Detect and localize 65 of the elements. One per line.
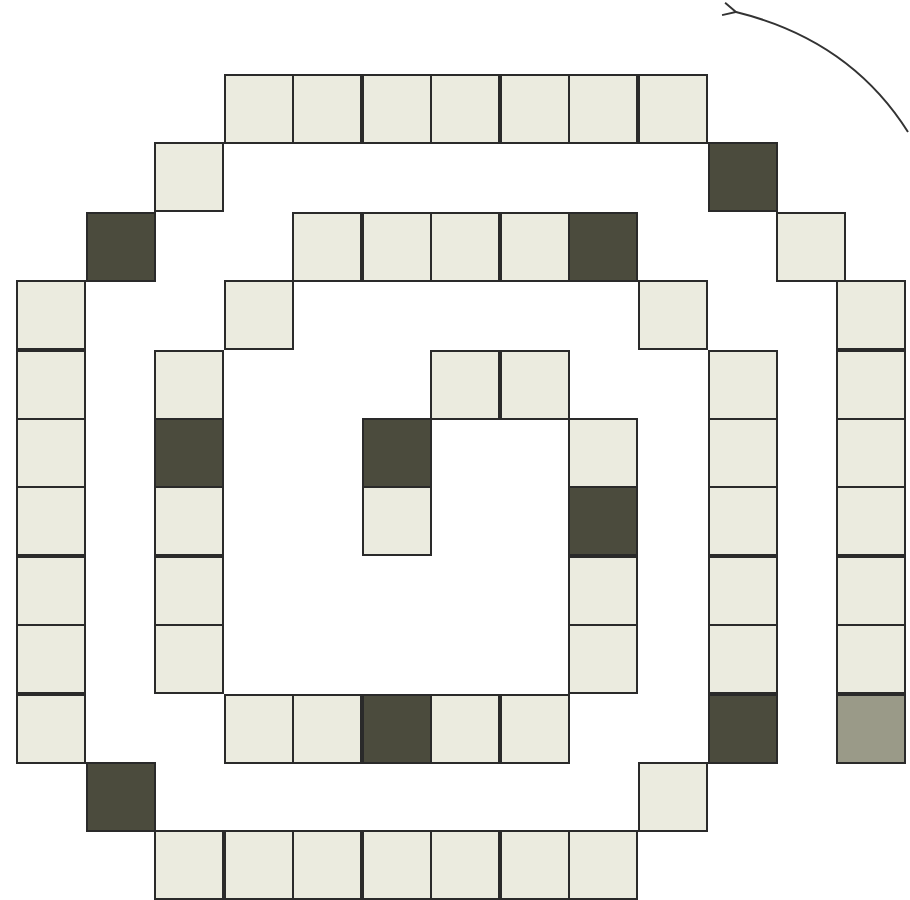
grid-square bbox=[836, 624, 906, 694]
grid-square bbox=[154, 418, 224, 488]
grid-square bbox=[836, 280, 906, 350]
grid-square bbox=[836, 418, 906, 488]
grid-square bbox=[154, 830, 224, 900]
grid-square bbox=[568, 624, 638, 694]
grid-square bbox=[500, 694, 570, 764]
grid-square bbox=[362, 830, 432, 900]
grid-square bbox=[224, 280, 294, 350]
grid-square bbox=[292, 830, 362, 900]
grid-square bbox=[16, 694, 86, 764]
grid-square bbox=[500, 74, 570, 144]
grid-square bbox=[568, 212, 638, 282]
grid-square bbox=[292, 74, 362, 144]
grid-square bbox=[638, 762, 708, 832]
grid-square bbox=[154, 486, 224, 556]
grid-square bbox=[430, 212, 500, 282]
grid-square bbox=[224, 830, 294, 900]
grid-square bbox=[292, 694, 362, 764]
grid-square bbox=[16, 556, 86, 626]
grid-square bbox=[154, 142, 224, 212]
grid-square bbox=[430, 830, 500, 900]
grid-square bbox=[154, 556, 224, 626]
grid-square bbox=[362, 694, 432, 764]
grid-square bbox=[500, 830, 570, 900]
grid-square bbox=[500, 212, 570, 282]
grid-square bbox=[836, 486, 906, 556]
grid-square bbox=[500, 350, 570, 420]
grid-square bbox=[430, 74, 500, 144]
grid-square bbox=[154, 624, 224, 694]
grid-square bbox=[224, 74, 294, 144]
grid-square bbox=[708, 350, 778, 420]
grid-square bbox=[362, 212, 432, 282]
grid-square bbox=[224, 694, 294, 764]
grid-square bbox=[154, 350, 224, 420]
grid-square bbox=[86, 762, 156, 832]
grid-square bbox=[568, 74, 638, 144]
grid-square bbox=[638, 280, 708, 350]
grid-square bbox=[708, 486, 778, 556]
grid-square bbox=[86, 212, 156, 282]
grid-square bbox=[836, 350, 906, 420]
grid-square bbox=[776, 212, 846, 282]
grid-square bbox=[16, 418, 86, 488]
grid-square bbox=[568, 418, 638, 488]
grid-square bbox=[16, 624, 86, 694]
grid-square bbox=[362, 486, 432, 556]
grid-square bbox=[708, 418, 778, 488]
grid-square bbox=[708, 556, 778, 626]
grid-square bbox=[836, 556, 906, 626]
grid-square bbox=[16, 486, 86, 556]
grid-square bbox=[16, 280, 86, 350]
grid-square bbox=[292, 212, 362, 282]
grid-square bbox=[708, 694, 778, 764]
grid-square bbox=[362, 418, 432, 488]
grid-square bbox=[568, 486, 638, 556]
grid-square bbox=[362, 74, 432, 144]
grid-square bbox=[568, 830, 638, 900]
grid-square bbox=[708, 624, 778, 694]
grid-square bbox=[638, 74, 708, 144]
grid-square bbox=[568, 556, 638, 626]
grid-square bbox=[836, 694, 906, 764]
grid-square bbox=[708, 142, 778, 212]
grid-square bbox=[16, 350, 86, 420]
grid-square bbox=[430, 694, 500, 764]
grid-square bbox=[430, 350, 500, 420]
